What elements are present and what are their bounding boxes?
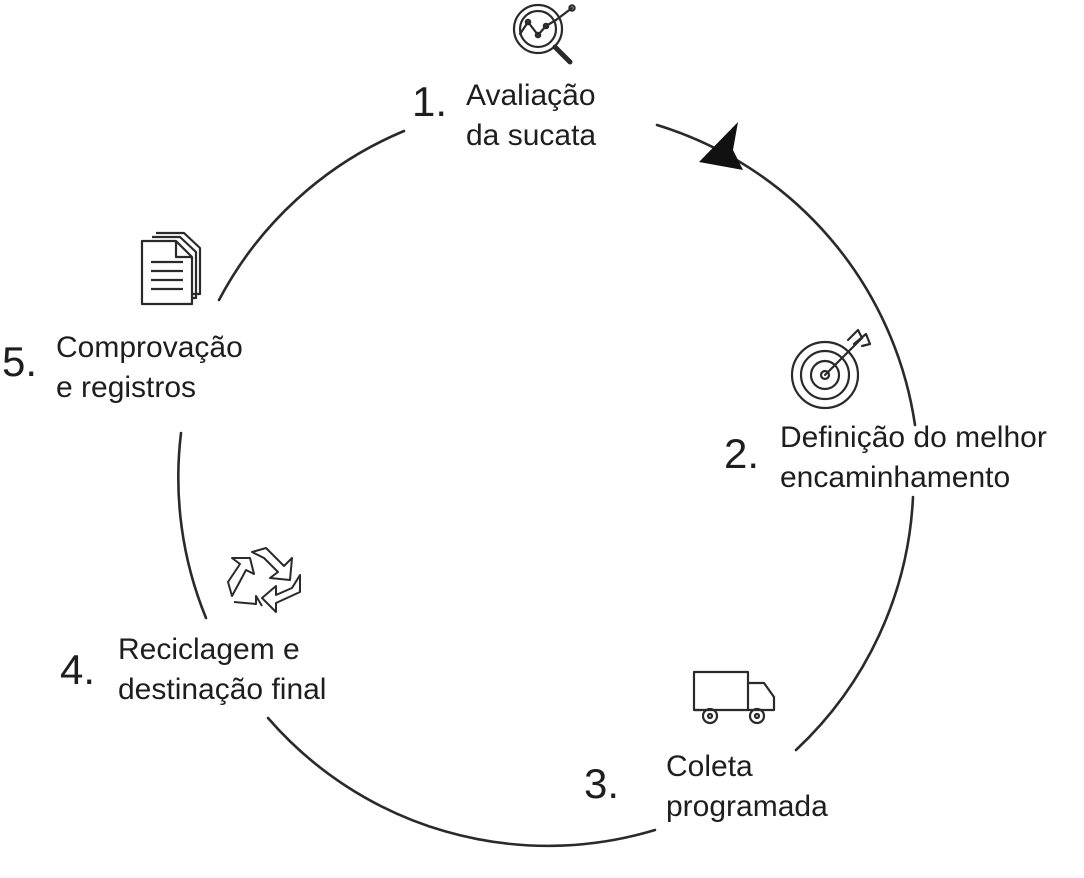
cycle-arc-4-5	[177, 431, 208, 620]
cycle-arc-3-4	[266, 716, 657, 848]
document-icon	[140, 231, 202, 306]
step-5-number: 5.	[2, 338, 38, 385]
cycle-arc-5-1	[217, 129, 406, 302]
target-arrow-icon	[790, 328, 872, 410]
recycle-icon	[227, 547, 301, 613]
step-3-number: 3.	[584, 760, 620, 807]
step-5-line-1: Comprovação	[56, 331, 243, 364]
step-2-line-1: Definição do melhor	[780, 421, 1047, 454]
cycle-arc-1-2	[655, 123, 917, 427]
step-1-line-1: Avaliação	[466, 79, 596, 112]
magnifier-chart-icon	[512, 3, 576, 65]
step-4-number: 4.	[60, 646, 96, 693]
step-4-line-1: Reciclagem e	[118, 633, 300, 666]
step-3-label: Coleta programada	[666, 747, 828, 827]
step-2-number: 2.	[724, 430, 760, 477]
step-1-number: 1.	[412, 78, 448, 125]
step-4-label: Reciclagem e destinação final	[118, 630, 326, 710]
direction-arrowhead	[699, 122, 743, 170]
step-5-label: Comprovação e registros	[56, 328, 243, 408]
step-1-label: Avaliação da sucata	[466, 76, 596, 156]
step-2-label: Definição do melhor encaminhamento	[780, 418, 1047, 498]
truck-icon	[692, 670, 776, 725]
step-3-line-2: programada	[666, 790, 828, 823]
cycle-arc-2-3	[794, 495, 915, 752]
step-2-line-2: encaminhamento	[780, 461, 1011, 494]
step-1-line-2: da sucata	[466, 119, 597, 152]
step-3-line-1: Coleta	[666, 750, 753, 783]
step-5-line-2: e registros	[56, 371, 197, 404]
step-4-line-2: destinação final	[118, 673, 327, 706]
